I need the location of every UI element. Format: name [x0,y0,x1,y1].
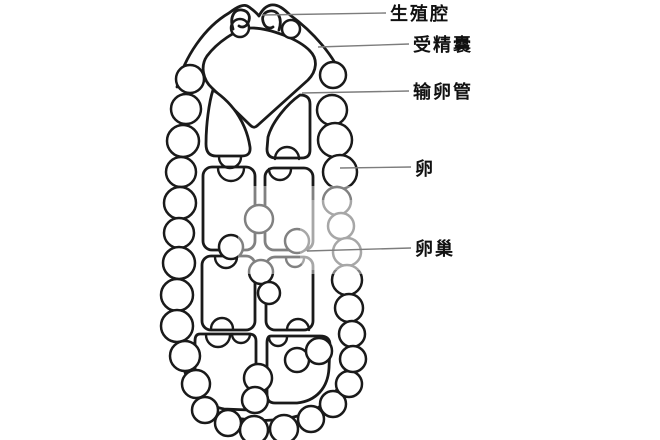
seminal-receptacle-chamber [201,26,317,129]
label-ovary: 卵巢 [415,238,455,259]
watermark-overlay [300,200,380,270]
egg-border [315,93,349,127]
leader-line-oviduct [301,90,410,94]
egg-border-pointed [321,153,359,191]
egg-border [162,185,198,221]
egg-bump [273,145,301,161]
watermark-overlay [238,186,393,274]
egg-border [180,368,212,400]
egg-border [174,63,206,95]
egg-border [318,389,348,419]
egg-top-right [280,18,302,40]
leader-line-genital-atrium [261,12,387,16]
egg-inner [283,227,311,255]
egg-border [168,339,202,373]
label-oviduct: 输卵管 [413,81,473,102]
egg-bump [209,316,235,331]
egg-border [337,319,367,349]
label-seminal-receptacle: 受精囊 [413,34,473,55]
egg-bump [216,166,246,183]
egg-border [338,344,368,374]
egg-border [159,277,195,313]
oviduct-wedge-left [204,88,252,158]
egg-border [333,292,365,324]
egg-bump [284,256,306,269]
egg-bump [213,255,239,270]
egg-bump [285,317,311,332]
egg-border [169,92,203,126]
egg-inner [256,280,282,306]
egg-inner [240,385,270,415]
egg-border [268,413,300,440]
body-top-outline [175,3,345,89]
egg-border [316,121,354,159]
egg-bump [267,335,289,348]
egg-bump [217,155,243,170]
egg-border [162,216,196,250]
egg-border [190,395,220,425]
egg-border [238,414,270,440]
egg-bump [267,167,293,182]
leader-line-seminal-receptacle [317,43,410,48]
egg-border [334,369,364,399]
egg-border [164,155,198,189]
egg-inner [217,233,245,261]
egg-border [165,123,201,159]
label-egg: 卵 [415,158,435,179]
egg-border [161,245,197,281]
egg-border [318,60,348,90]
label-genital-atrium: 生殖腔 [390,3,450,24]
egg-bump [230,332,252,345]
egg-border [213,408,243,438]
egg-border [296,404,326,434]
egg-inner [304,336,334,366]
egg-inner [243,203,275,235]
leader-line-ovary [306,247,412,252]
egg-bump [204,333,232,349]
egg-border [159,308,195,344]
genital-atrium-hook-left [230,8,251,31]
leader-line-egg [339,166,412,169]
oviduct-wedge-right [265,93,312,160]
genital-atrium-hook-right [261,9,282,32]
